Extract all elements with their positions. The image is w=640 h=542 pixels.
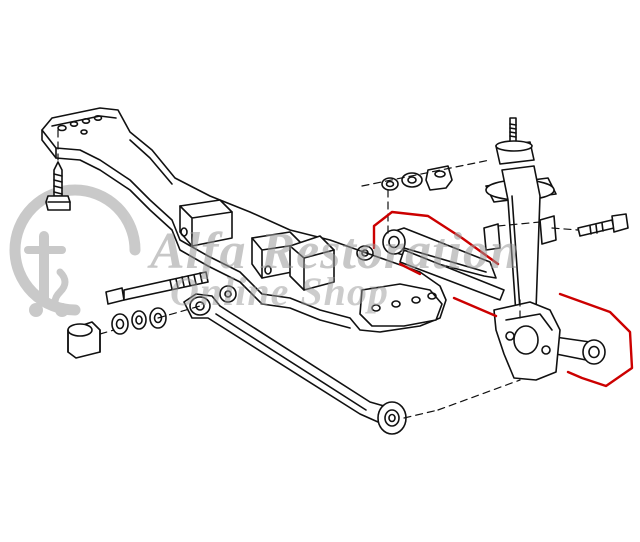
watermark-text-line2: Online Shop [170,269,389,314]
long-bolt-left [105,271,209,305]
watermark-logo [9,184,141,317]
long-bolt-right [577,213,629,237]
bushing-left [67,321,101,359]
lower-link-arm [399,249,505,301]
watermark-text-line1: Alfa Restoration [150,223,520,280]
nut-washer-set-top [381,165,453,191]
highlight-marks [372,210,634,388]
upper-link-arm [382,227,497,279]
assembly-guide-lines [57,129,579,419]
nut-washer-set-left [111,307,167,335]
shock-absorber [483,117,561,381]
subframe [41,107,447,333]
vertical-bolt [45,161,71,211]
lower-control-arm [183,293,407,435]
rear-link-arm-right [545,335,606,365]
frame-bushing-small [219,285,237,303]
